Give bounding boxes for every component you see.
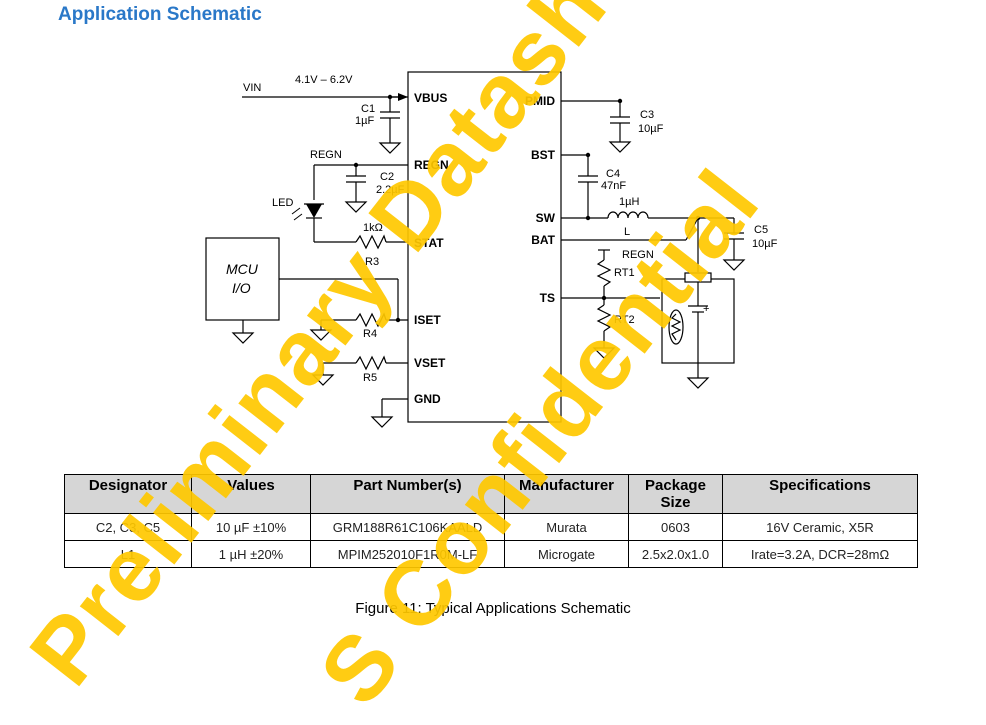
charger-ic bbox=[407, 71, 562, 423]
pin-sw: SW bbox=[536, 211, 556, 225]
ground-c1 bbox=[378, 142, 402, 154]
ground-r5 bbox=[311, 374, 335, 386]
vin-label: VIN bbox=[243, 82, 261, 94]
r3-value: 1kΩ bbox=[363, 222, 383, 234]
pin-vbus: VBUS bbox=[414, 91, 447, 105]
application-schematic: VBUS REGN STAT ISET VSET GND PMID BST SW… bbox=[205, 71, 778, 428]
regn-label-left: REGN bbox=[310, 149, 342, 161]
ground-c3 bbox=[608, 141, 632, 153]
header-specifications: Specifications bbox=[722, 474, 918, 514]
pin-ts: TS bbox=[540, 291, 555, 305]
cell-designator: L1 bbox=[64, 540, 192, 568]
c2-value: 2.2µF bbox=[376, 184, 405, 196]
cell-manufacturer: Microgate bbox=[504, 540, 629, 568]
cell-values: 10 µF ±10% bbox=[191, 513, 311, 541]
pin-pmid: PMID bbox=[525, 94, 555, 108]
mcu-label: MCU bbox=[226, 261, 259, 277]
ground-mcu bbox=[231, 332, 255, 344]
thermistor bbox=[668, 309, 684, 345]
cell-specifications: Irate=3.2A, DCR=28mΩ bbox=[722, 540, 918, 568]
pin-stat: STAT bbox=[414, 236, 444, 250]
c3-value: 10µF bbox=[638, 123, 664, 135]
rt2-name: RT2 bbox=[614, 314, 635, 326]
table-header-row: Designator Values Part Number(s) Manufac… bbox=[64, 474, 918, 514]
figure-caption: Figure 11: Typical Applications Schemati… bbox=[355, 600, 631, 617]
header-package-size: Package Size bbox=[628, 474, 723, 514]
header-values: Values bbox=[191, 474, 311, 514]
ground-c5 bbox=[722, 259, 746, 271]
ground-r4 bbox=[309, 329, 333, 341]
io-label: I/O bbox=[232, 280, 251, 296]
rt1-name: RT1 bbox=[614, 267, 635, 279]
pin-gnd: GND bbox=[414, 392, 441, 406]
cell-manufacturer: Murata bbox=[504, 513, 629, 541]
l-value: 1µH bbox=[619, 196, 639, 208]
header-designator: Designator bbox=[64, 474, 192, 514]
cell-designator: C2, C3, C5 bbox=[64, 513, 192, 541]
pin-bst: BST bbox=[531, 148, 556, 162]
section-title: Application Schematic bbox=[58, 4, 262, 25]
cell-package-size: 2.5x2.0x1.0 bbox=[628, 540, 723, 568]
c4-value: 47nF bbox=[601, 180, 626, 192]
header-part-numbers: Part Number(s) bbox=[310, 474, 505, 514]
bom-table: Designator Values Part Number(s) Manufac… bbox=[64, 474, 918, 568]
r5-name: R5 bbox=[363, 372, 377, 384]
led-label: LED bbox=[272, 197, 293, 209]
ground-battery bbox=[686, 377, 710, 389]
vin-arrow bbox=[398, 93, 408, 101]
c4-name: C4 bbox=[606, 168, 620, 180]
pin-vset: VSET bbox=[414, 356, 446, 370]
ground-rt2 bbox=[592, 347, 616, 359]
cell-specifications: 16V Ceramic, X5R bbox=[722, 513, 918, 541]
battery-plus: + bbox=[703, 303, 709, 315]
c2-name: C2 bbox=[380, 171, 394, 183]
cell-values: 1 µH ±20% bbox=[191, 540, 311, 568]
pin-bat: BAT bbox=[531, 233, 555, 247]
ground-gnd bbox=[370, 416, 394, 428]
r3-name: R3 bbox=[365, 256, 379, 268]
pin-iset: ISET bbox=[414, 313, 441, 327]
c1-name: C1 bbox=[361, 103, 375, 115]
table-row: L1 1 µH ±20% MPIM252010F1R0M-LF Microgat… bbox=[64, 540, 918, 568]
ground-c2 bbox=[344, 201, 368, 213]
c3-name: C3 bbox=[640, 109, 654, 121]
led-symbol bbox=[306, 204, 322, 218]
regn-label-right: REGN bbox=[622, 249, 654, 261]
vin-range: 4.1V – 6.2V bbox=[295, 74, 353, 86]
c5-name: C5 bbox=[754, 224, 768, 236]
cell-part-number: MPIM252010F1R0M-LF bbox=[310, 540, 505, 568]
c1-value: 1µF bbox=[355, 115, 374, 127]
mcu-block bbox=[205, 237, 280, 321]
c5-value: 10µF bbox=[752, 238, 778, 250]
l-name: L bbox=[624, 226, 630, 238]
pin-regn: REGN bbox=[414, 158, 449, 172]
header-manufacturer: Manufacturer bbox=[504, 474, 629, 514]
cell-part-number: GRM188R61C106KAALD bbox=[310, 513, 505, 541]
cell-package-size: 0603 bbox=[628, 513, 723, 541]
table-row: C2, C3, C5 10 µF ±10% GRM188R61C106KAALD… bbox=[64, 513, 918, 541]
r4-name: R4 bbox=[363, 328, 377, 340]
